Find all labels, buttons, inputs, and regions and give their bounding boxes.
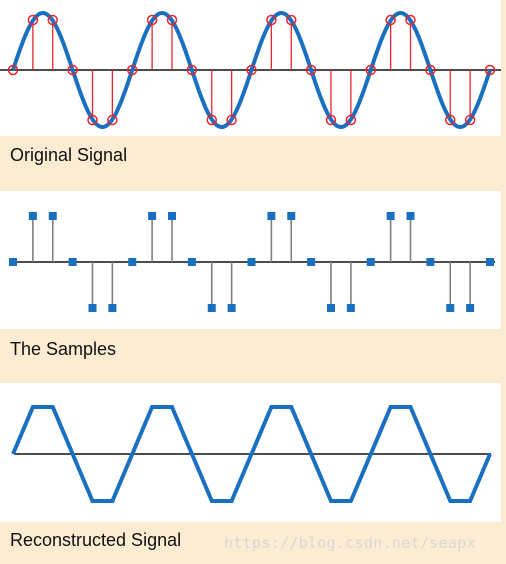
sample-point-circle (47, 14, 58, 26)
sample-marker (307, 258, 316, 266)
sample-marker (267, 212, 276, 220)
sample-marker (406, 212, 415, 220)
original-signal-panel (0, 0, 501, 136)
sample-marker (247, 258, 256, 266)
sample-point-circle (127, 64, 138, 76)
sample-marker (148, 212, 157, 220)
sample-marker (48, 212, 57, 220)
sample-point-circle (345, 114, 357, 126)
samples-plot (9, 212, 495, 312)
sample-marker (28, 212, 37, 220)
sample-point-circle (67, 64, 78, 76)
sample-marker (227, 304, 236, 312)
sample-point-circle (484, 64, 496, 76)
sample-marker (466, 304, 475, 312)
sample-point-circle (464, 114, 476, 126)
sample-point-circle (27, 14, 39, 26)
sample-point-circle (166, 14, 178, 26)
original-signal-plot (0, 11, 501, 129)
sample-point-circle (206, 114, 217, 126)
sample-point-circle (425, 64, 436, 76)
sample-marker (426, 258, 435, 266)
sample-point-circle (365, 64, 376, 76)
sample-marker (108, 304, 117, 312)
watermark: https://blog.csdn.net/seapx (224, 534, 476, 552)
sample-marker (88, 304, 97, 312)
sample-point-circle (286, 14, 297, 26)
sample-point-circle (325, 114, 337, 126)
sample-point-circle (246, 64, 257, 76)
sample-point-circle (405, 14, 416, 26)
reconstructed-signal-label: Reconstructed Signal (10, 530, 182, 550)
samples-label: The Samples (10, 339, 117, 359)
original-sine-wave (11, 11, 492, 129)
sample-point-circle (146, 14, 158, 26)
sample-point-circle (305, 64, 317, 76)
sample-marker (386, 212, 395, 220)
sample-point-circle (385, 14, 396, 26)
original-signal-label: Original Signal (10, 145, 128, 165)
sample-point-circle (87, 114, 98, 126)
sample-marker (446, 304, 455, 312)
samples-panel (0, 191, 501, 329)
sample-marker (168, 212, 176, 220)
reconstructed-signal-panel (0, 383, 501, 522)
sample-point-circle (445, 114, 456, 126)
sample-marker (68, 258, 77, 266)
sample-point-circle (266, 14, 277, 26)
sample-point-circle (7, 64, 19, 76)
sample-point-circle (107, 114, 118, 126)
sample-marker (9, 258, 17, 266)
reconstructed-wave (11, 405, 492, 503)
sample-marker (187, 258, 196, 266)
sample-marker (327, 304, 335, 312)
sample-marker (128, 258, 137, 266)
reconstructed-signal-plot (11, 405, 492, 503)
sample-marker (207, 304, 216, 312)
sample-marker (486, 258, 494, 266)
sample-marker (346, 304, 355, 312)
sample-marker (287, 212, 296, 220)
sample-marker (366, 258, 375, 266)
sample-point-circle (226, 114, 237, 126)
sample-point-circle (186, 64, 198, 76)
